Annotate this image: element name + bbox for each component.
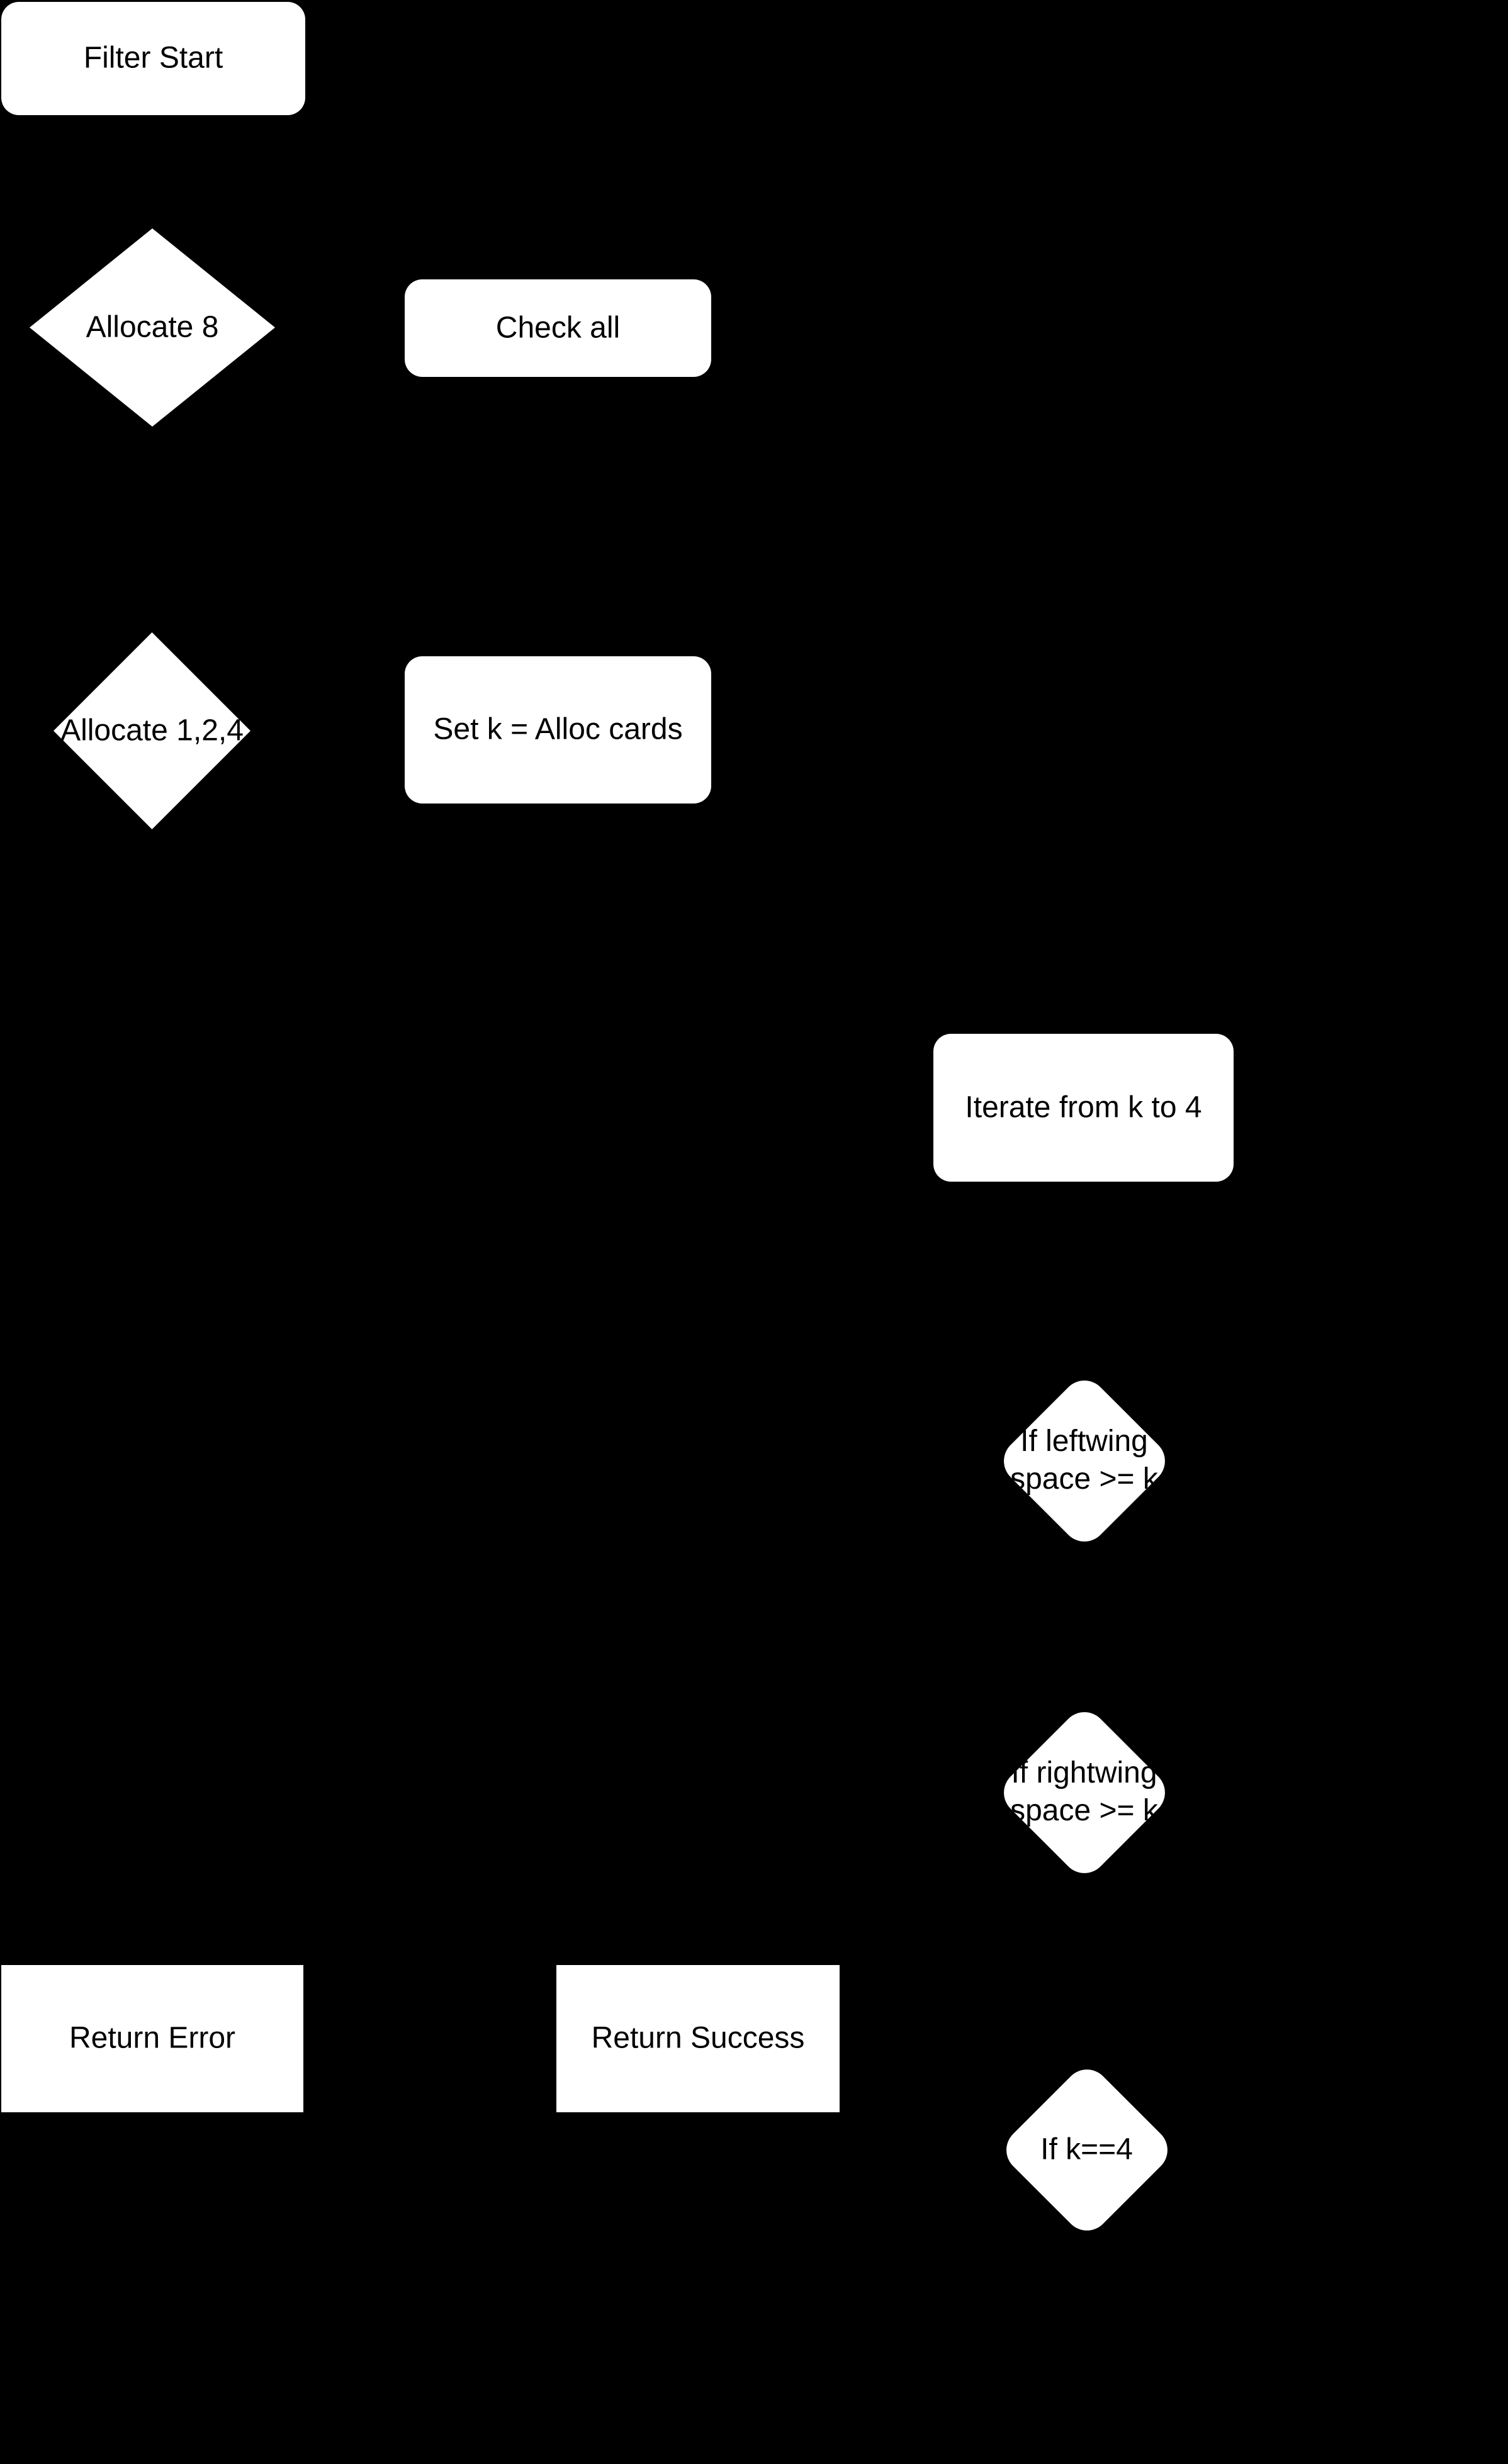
set-k-label: Set k = Alloc cards — [433, 712, 683, 746]
allocate-8-label: Allocate 8 — [86, 310, 219, 344]
node-set-k: Set k = Alloc cards — [405, 656, 711, 804]
node-allocate-8: Allocate 8 — [30, 228, 275, 427]
node-return-success: Return Success — [556, 1965, 840, 2112]
node-return-error: Return Error — [1, 1965, 303, 2112]
check-all-label: Check all — [495, 311, 621, 345]
check-all-shape — [405, 279, 711, 377]
return-success-label: Return Success — [591, 2021, 805, 2055]
set-k-shape — [405, 656, 711, 804]
if-rightwing-label: If rightwing space >= k — [1010, 1756, 1158, 1828]
iterate-label: Iterate from k to 4 — [965, 1090, 1202, 1124]
if-leftwing-label: If leftwing space >= k — [1010, 1424, 1158, 1496]
filter-start-shape — [1, 2, 305, 115]
filter-start-label: Filter Start — [83, 41, 223, 75]
return-error-shape — [1, 1965, 303, 2112]
node-allocate-124: Allocate 1,2,4 — [53, 632, 250, 829]
node-iterate-from-k-to-4: Iterate from k to 4 — [933, 1034, 1234, 1182]
node-if-k-equals-4: If k==4 — [996, 2059, 1177, 2240]
node-check-all: Check all — [405, 279, 711, 377]
iterate-shape — [933, 1034, 1234, 1182]
return-error-label: Return Error — [69, 2021, 236, 2055]
node-filter-start: Filter Start — [1, 2, 305, 115]
if-k4-label: If k==4 — [1040, 2132, 1133, 2166]
allocate-124-label: Allocate 1,2,4 — [60, 714, 244, 748]
return-success-shape — [556, 1965, 840, 2112]
node-if-leftwing-space: If leftwing space >= k — [994, 1370, 1174, 1551]
node-if-rightwing-space: If rightwing space >= k — [994, 1702, 1174, 1883]
